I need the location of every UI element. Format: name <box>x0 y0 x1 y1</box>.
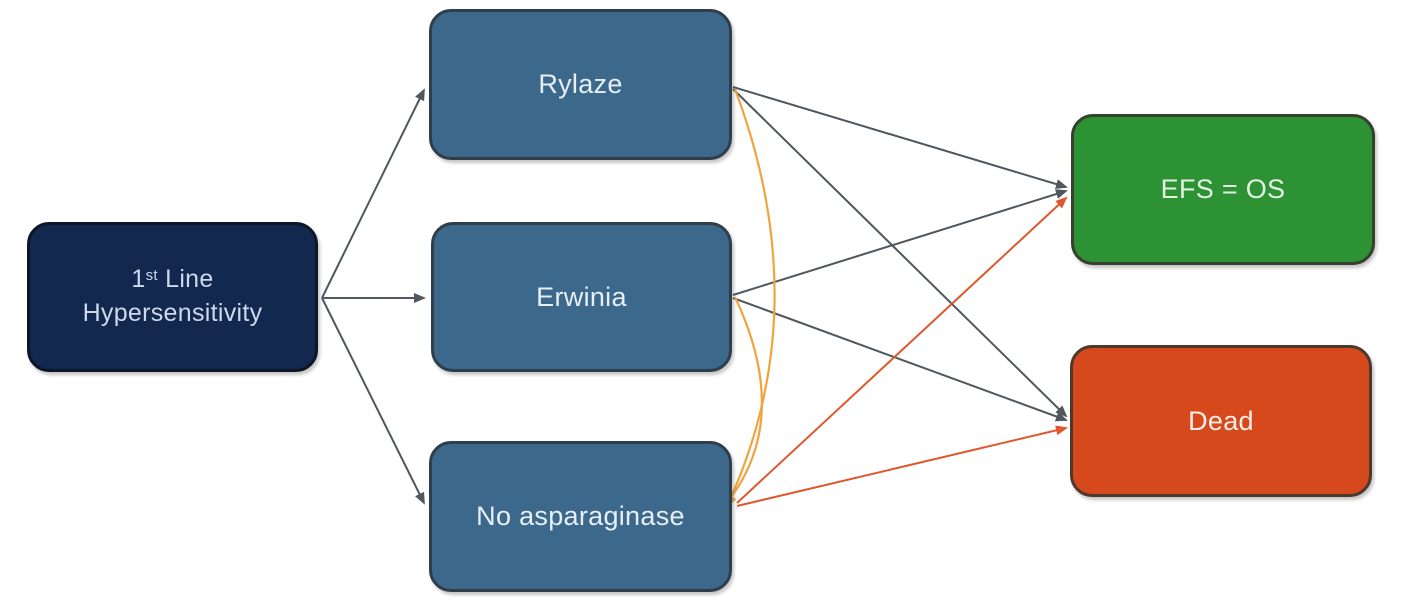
edge-rylaze-to-efs <box>732 86 1068 189</box>
node-no-asparaginase-label: No asparaginase <box>476 501 685 532</box>
node-first-line-hypersensitivity: 1st Line Hypersensitivity <box>27 222 318 372</box>
node-no-asparaginase: No asparaginase <box>429 441 732 592</box>
edge-rylaze-to-dead <box>732 88 1068 418</box>
edge-rylaze-to-no-asparaginase-curve <box>725 88 776 509</box>
node-rylaze-label: Rylaze <box>538 69 623 100</box>
edge-root-to-rylaze <box>321 88 425 299</box>
label-line-1: 1st Line <box>131 265 214 294</box>
node-efs-equals-os-label: EFS = OS <box>1160 174 1286 205</box>
edge-no-asparaginase-to-dead <box>736 425 1068 507</box>
edge-root-to-no-asparaginase <box>321 297 425 505</box>
node-dead-label: Dead <box>1188 405 1254 436</box>
edge-erwinia-to-efs <box>732 189 1068 296</box>
node-rylaze: Rylaze <box>429 9 732 160</box>
edge-no-asparaginase-to-efs <box>736 196 1068 504</box>
node-dead: Dead <box>1070 345 1372 497</box>
label-line-2: Hypersensitivity <box>82 299 263 327</box>
node-first-line-hypersensitivity-label: 1st Line Hypersensitivity <box>83 263 263 331</box>
edge-erwinia-to-dead <box>732 297 1068 422</box>
node-erwinia: Erwinia <box>431 222 732 372</box>
node-efs-equals-os: EFS = OS <box>1071 114 1375 265</box>
node-erwinia-label: Erwinia <box>536 281 627 312</box>
